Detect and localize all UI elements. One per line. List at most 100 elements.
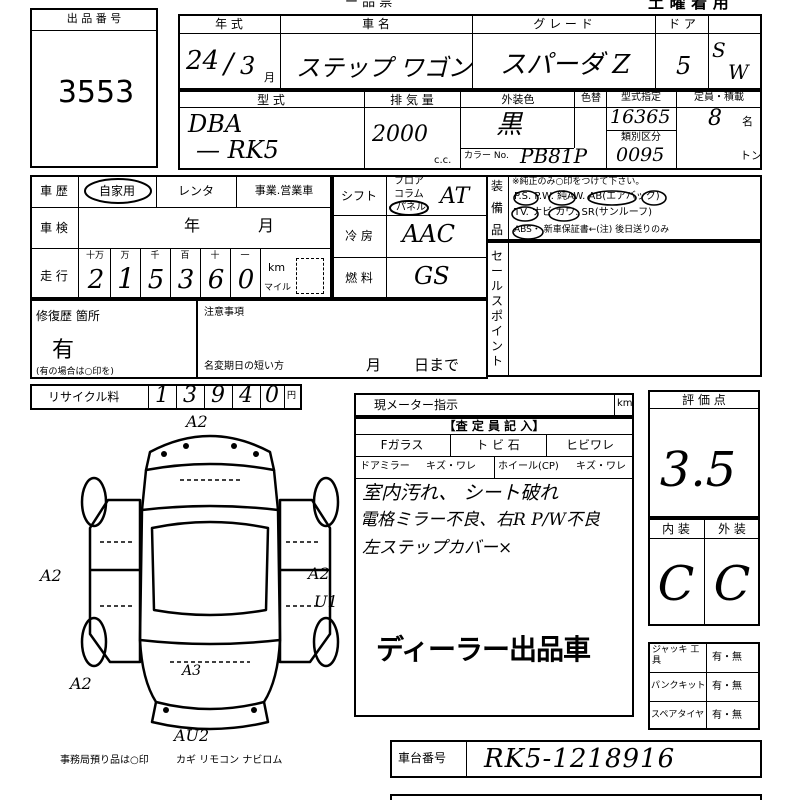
shift-column[interactable]: コラム (394, 189, 424, 200)
chassis-block (390, 740, 762, 778)
door-type-w: W (728, 60, 749, 84)
year-slash: / (224, 47, 234, 80)
shift-floor[interactable]: フロア (394, 176, 424, 187)
ton-unit: トン (740, 149, 762, 162)
recycle-digit: 4 (239, 383, 253, 408)
shift-panel[interactable]: パネル (396, 202, 426, 213)
mileage-header-100: 百 (180, 251, 190, 261)
meter-block (354, 393, 634, 417)
sales-point-char: セ (491, 249, 504, 263)
mile-checkbox[interactable] (296, 258, 324, 294)
puncture-kit-value[interactable]: 有・無 (712, 681, 742, 692)
ac-label: 冷 房 (345, 229, 373, 243)
repair-label: 修復歴 箇所 (36, 309, 100, 323)
grade-label: グ レ ー ド (533, 17, 593, 31)
next-row-block (390, 794, 762, 800)
recycle-block (30, 384, 302, 410)
interior-grade: C (657, 556, 695, 612)
model-designation-value: 16365 (610, 106, 671, 128)
model-code-line1: DBA (188, 110, 243, 138)
jack-value[interactable]: 有・無 (712, 652, 742, 663)
repair-value: 有 (52, 338, 75, 363)
color-value: 黒 (496, 110, 523, 140)
sales-point-char: ル (491, 279, 504, 293)
history-rental[interactable]: レンタ (177, 184, 215, 198)
displacement-label: 排 気 量 (390, 93, 434, 107)
capacity-unit: 名 (742, 115, 753, 128)
mileage-header-100k: 十万 (85, 251, 105, 261)
damage-mark-left-rear: A2 (70, 674, 92, 693)
entry-number-box (30, 8, 158, 168)
inspector-block (354, 417, 634, 717)
wheel-label: ホイール(CP) (498, 461, 559, 472)
ac-value: AAC (402, 220, 456, 248)
sales-point-char: ト (491, 354, 504, 368)
capacity-value: 8 (708, 106, 722, 131)
equipment-line3[interactable]: ABS・ 新車保証書←(注) 後日送りのみ (514, 225, 670, 235)
capacity-label: 定員・積載 (694, 92, 744, 103)
fuel-value: GS (414, 262, 450, 290)
mileage-label: 走 行 (40, 269, 68, 283)
door-mirror-label: ドアミラー (360, 461, 410, 472)
recycle-label: リサイクル料 (48, 390, 120, 404)
history-business[interactable]: 事業.営業車 (254, 184, 314, 197)
mileage-digit: 1 (117, 262, 135, 295)
jack-label: ジャッキ 工 具 (652, 645, 700, 666)
equipment-line2[interactable]: TV. ナビ カワ. SR(サンルーフ) (514, 207, 653, 218)
saturday-mark: 土 曜 着 用 (648, 0, 729, 12)
sales-point-block (486, 241, 762, 377)
recycle-digit: 0 (265, 383, 279, 408)
inspection-year-unit: 年 (184, 216, 201, 235)
sales-point-char: ス (491, 294, 504, 308)
equipment-label-char: 品 (491, 223, 504, 237)
car-name-label: 車 名 (362, 17, 390, 31)
door-label: ド ア (668, 17, 696, 31)
exterior-grade: C (713, 556, 751, 612)
fuel-label: 燃 料 (345, 271, 373, 285)
color-code-label: カラー No. (464, 151, 509, 161)
cc-unit: c.c. (434, 155, 452, 166)
notes-label: 注意事項 (204, 307, 244, 318)
displacement-value: 2000 (372, 122, 428, 147)
equipment-block (486, 175, 762, 241)
footer-items-text: 事務局預り品は○印 (60, 755, 149, 766)
model-code-line2: — RK5 (196, 136, 279, 164)
mileage-digit: 0 (237, 265, 255, 295)
wheel-damage-label: キズ・ワレ (576, 461, 626, 472)
score-block (648, 390, 760, 518)
damage-mark-rear: A3 (182, 663, 202, 679)
equipment-label-char: 備 (491, 201, 504, 215)
mileage-unit-mile: マイル (264, 283, 292, 293)
repair-note: (有の場合は○印を) (36, 367, 114, 377)
spare-tire-value[interactable]: 有・無 (712, 710, 742, 721)
chip-label: ト ビ 石 (476, 438, 520, 452)
history-private[interactable]: 自家用 (98, 184, 136, 198)
recycle-digit: 3 (183, 383, 197, 408)
meter-label: 現メーター指示 (374, 398, 459, 412)
panel-circle (389, 200, 429, 216)
mileage-header-10k: 万 (120, 251, 130, 261)
sales-point-char: ポ (491, 309, 504, 323)
door-type-s: S (712, 38, 726, 62)
score-label: 評 価 点 (682, 393, 726, 407)
equipment-line1[interactable]: P.S. P.W. 純AW. AB(エアバック) (514, 191, 660, 202)
private-circle (84, 178, 152, 204)
damage-mark-right: A2 (308, 564, 330, 583)
mileage-header-10: 十 (210, 251, 220, 261)
sales-point-char: ー (491, 264, 504, 278)
inspector-comment-1: 室内汚れ、 シート破れ (362, 482, 559, 504)
history-label: 車 歴 (40, 184, 68, 198)
mirror-damage-label: キズ・ワレ (426, 461, 476, 472)
repaint-label: 色替 (581, 93, 601, 104)
month-suffix: 月 (264, 71, 275, 84)
row-vehicle (178, 14, 762, 90)
inspector-title: 【査 定 員 記 入】 (443, 419, 545, 433)
damage-mark-left: A2 (40, 566, 62, 585)
sales-point-char: イ (491, 324, 504, 338)
exterior-color-label: 外装色 (501, 93, 535, 106)
mileage-digits: 十万 万 千 百 十 一 2 1 5 3 6 0 (80, 249, 261, 299)
meter-unit: km (617, 398, 633, 409)
name-change-label: 名変期日の短い方 (204, 361, 284, 372)
model-designation-label: 型式指定 (621, 92, 661, 103)
